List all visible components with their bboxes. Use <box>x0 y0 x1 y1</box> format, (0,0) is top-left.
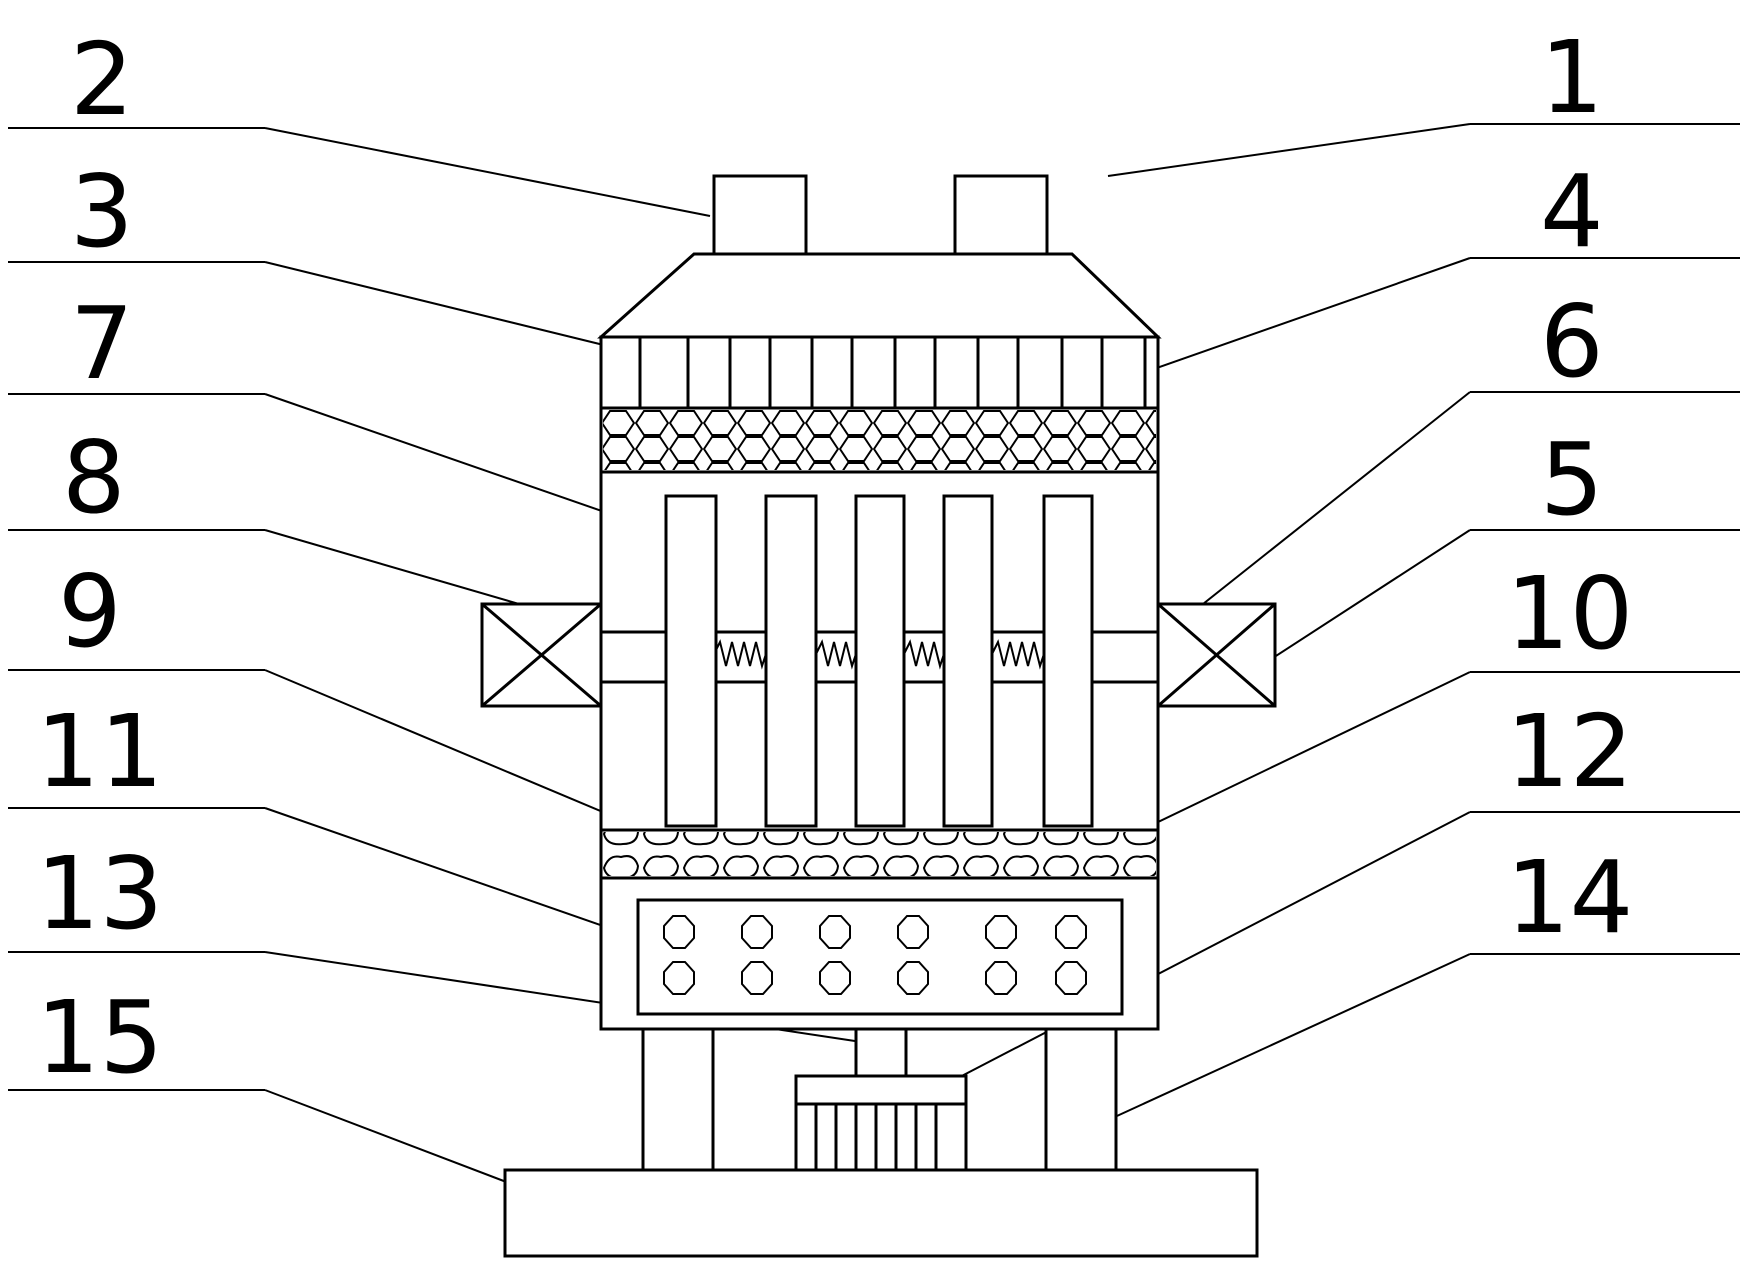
filter-plate-2 <box>764 494 818 828</box>
left-fan-cross-b <box>481 602 602 708</box>
right-callouts: 1 4 6 5 10 12 14 <box>903 19 1740 1133</box>
callout-7: 7 <box>70 285 134 402</box>
filter-plate-1 <box>664 494 718 828</box>
callout-1: 1 <box>1540 19 1604 136</box>
callout-13: 13 <box>36 835 163 952</box>
top-cover <box>597 252 1162 339</box>
left-support-leg <box>641 1026 715 1172</box>
callout-6: 6 <box>1540 283 1604 400</box>
callout-8: 8 <box>62 419 126 536</box>
springs <box>713 639 1045 670</box>
spring-4 <box>991 639 1045 670</box>
perforation-holes <box>663 915 1087 995</box>
spring-2 <box>815 639 857 670</box>
callout-2: 2 <box>70 21 134 138</box>
spring-3 <box>903 639 945 670</box>
callout-10: 10 <box>1506 555 1633 672</box>
right-outlet-pipe <box>953 174 1049 256</box>
right-support-leg <box>1044 1026 1118 1172</box>
filter-plate-3 <box>854 494 906 828</box>
top-grille <box>638 337 1147 408</box>
leader-line-2 <box>264 127 711 217</box>
perforated-box <box>636 898 1124 1016</box>
motor-cooling-fins <box>814 1104 938 1170</box>
left-callouts: 2 3 7 8 9 11 13 15 <box>8 21 889 1253</box>
leader-line-12 <box>903 811 1471 1107</box>
spring-1 <box>713 639 767 670</box>
pebble-filter-layer <box>603 832 1156 876</box>
left-outlet-pipe <box>712 174 808 256</box>
callout-14: 14 <box>1506 839 1633 956</box>
callout-9: 9 <box>58 553 122 670</box>
leader-line-1 <box>1107 123 1471 177</box>
callout-5: 5 <box>1540 421 1604 538</box>
right-fan-cross-b <box>1157 602 1276 708</box>
callout-3: 3 <box>70 153 134 270</box>
filter-plate-5 <box>1042 494 1094 828</box>
leader-line-14 <box>1081 953 1471 1133</box>
callout-11: 11 <box>36 693 163 810</box>
callout-12: 12 <box>1506 693 1633 810</box>
honeycomb-filter-layer <box>603 410 1156 470</box>
callout-4: 4 <box>1540 153 1604 270</box>
callout-15: 15 <box>36 979 163 1096</box>
base-plate <box>503 1168 1259 1258</box>
filter-plate-4 <box>942 494 994 828</box>
leader-line-9 <box>264 669 661 837</box>
drive-motor <box>794 1074 968 1172</box>
